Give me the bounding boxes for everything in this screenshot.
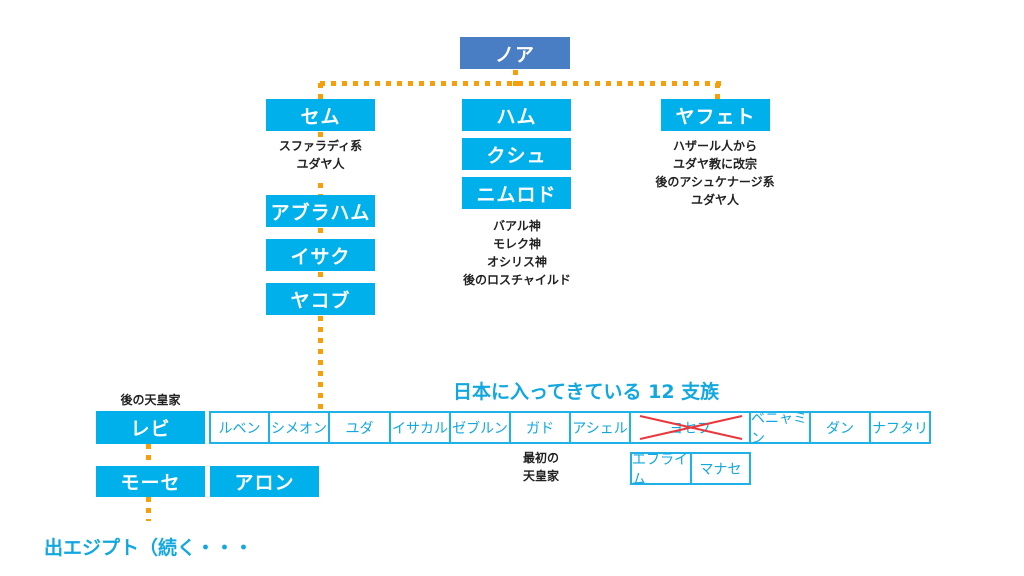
connector-shem <box>318 83 323 99</box>
node-isaac: イサク <box>266 239 375 271</box>
connector-moses-exodus <box>146 497 151 521</box>
connector-sons <box>320 81 722 86</box>
tribe-gad: ガド <box>509 411 571 444</box>
node-abraham: アブラハム <box>266 195 375 227</box>
tribe-asher: アシェル <box>569 411 631 444</box>
note-line: ユダヤ人 <box>690 193 739 207</box>
node-aaron: アロン <box>210 466 319 497</box>
node-shem: セム <box>266 99 375 131</box>
connector-levi-moses <box>146 444 151 466</box>
note-line: 最初の <box>522 451 559 465</box>
connector-shem-note <box>318 132 323 138</box>
tribe-issachar: イサカル <box>389 411 451 444</box>
note-line: バアル神 <box>493 219 541 233</box>
note-nimrod: バアル神 モレク神 オシリス神 後のロスチャイルド <box>417 217 617 289</box>
node-jacob: ヤコブ <box>266 283 375 315</box>
node-japheth: ヤフェト <box>661 99 770 131</box>
note-line: 天皇家 <box>522 469 559 483</box>
note-line: ユダヤ人 <box>296 157 345 171</box>
node-manasseh: マナセ <box>690 452 751 485</box>
node-moses: モーセ <box>96 466 205 497</box>
note-line: スファラディ系 <box>278 139 363 153</box>
node-ephraim: エフライム <box>630 452 692 488</box>
exodus-text: 出エジプト（続く・・・ <box>44 537 254 559</box>
tribe-naphtali: ナフタリ <box>869 411 931 444</box>
tribe-dan: ダン <box>809 411 871 444</box>
cross-line <box>639 415 743 440</box>
connector-abraham-isaac <box>318 228 323 240</box>
connector-shem-abraham <box>318 183 323 195</box>
connector-root <box>513 70 518 90</box>
connector-japheth <box>715 83 720 99</box>
note-line: モレク神 <box>492 237 541 251</box>
node-cush: クシュ <box>462 138 571 170</box>
cross-out-mark <box>639 415 743 440</box>
note-line: ユダヤ教に改宗 <box>672 157 757 171</box>
tribe-judah: ユダ <box>328 411 391 444</box>
node-nimrod: ニムロド <box>462 177 571 209</box>
note-japheth: ハザール人から ユダヤ教に改宗 後のアシュケナージ系 ユダヤ人 <box>615 137 815 209</box>
note-line: ハザール人から <box>672 139 757 153</box>
tribe-simeon: シメオン <box>268 411 330 444</box>
node-levi: レビ <box>96 411 205 444</box>
note-line: 後のアシュケナージ系 <box>655 175 775 189</box>
note-levi: 後の天皇家 <box>120 393 181 407</box>
tribe-benjamin: ベニャミン <box>749 411 811 447</box>
tribe-zebulun: ゼブルン <box>449 411 511 444</box>
connector-jacob-tribes <box>318 316 323 412</box>
node-noah: ノア <box>460 37 570 69</box>
note-line: オシリス神 <box>486 255 547 269</box>
tribes-heading: 日本に入ってきている 12 支族 <box>453 381 720 403</box>
note-line: 後のロスチャイルド <box>463 273 571 287</box>
node-ham: ハム <box>462 99 571 131</box>
note-gad: 最初の 天皇家 <box>510 449 572 485</box>
note-shem: スファラディ系 ユダヤ人 <box>266 137 375 173</box>
tribe-reuben: ルベン <box>209 411 270 444</box>
connector-isaac-jacob <box>318 272 323 284</box>
